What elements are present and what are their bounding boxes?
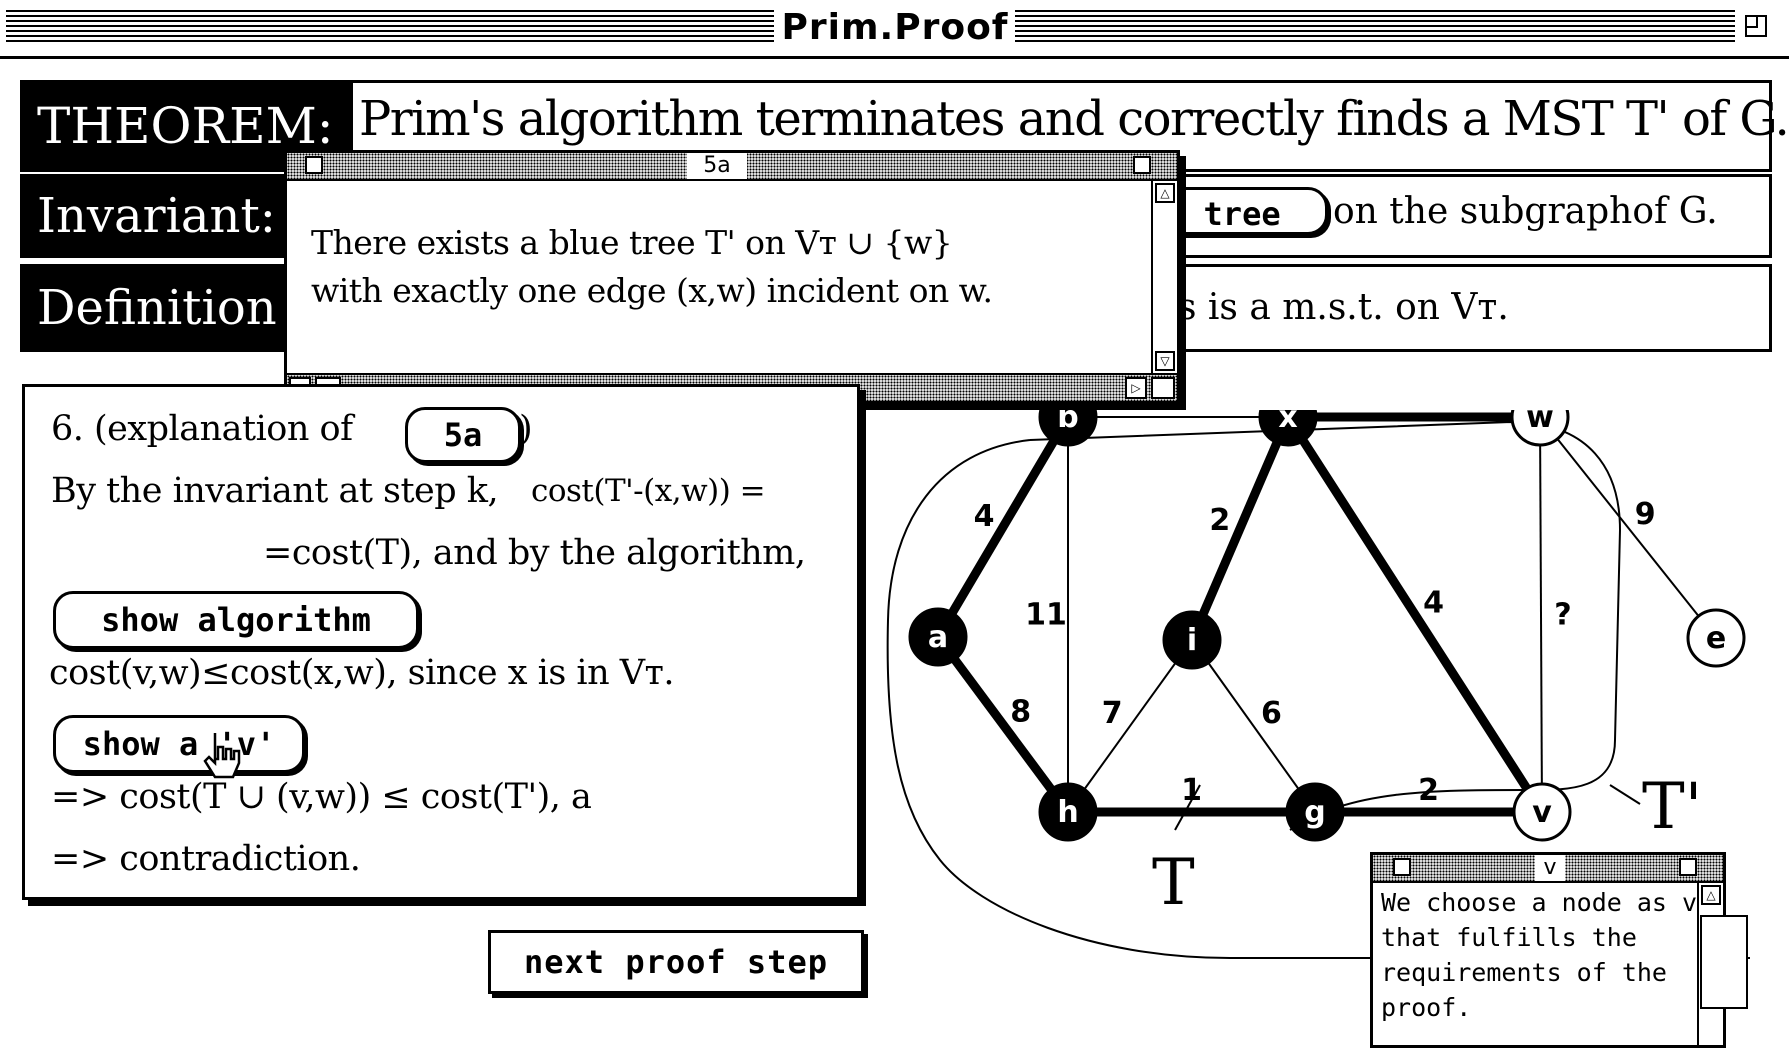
graph-node-label-b: b — [1057, 410, 1078, 435]
tree-t-prime-boundary — [886, 439, 1750, 959]
show-v-button[interactable]: show a 'v' — [53, 715, 305, 773]
graph-edge-label-x-i: 2 — [1209, 503, 1230, 538]
ref-5a-button[interactable]: 5a — [405, 407, 521, 463]
graph-node-w[interactable] — [1510, 410, 1570, 447]
popup-5a-line-2: with exactly one edge (x,w) incident on … — [311, 271, 993, 310]
graph-edge-w-e — [1539, 416, 1717, 639]
explanation-panel: 6. (explanation of 5a ) By the invariant… — [22, 384, 860, 900]
graph-edge-x-v — [1284, 414, 1546, 815]
popup-5a-line-1: There exists a blue tree T' on Vᴛ ∪ {w} — [311, 223, 953, 262]
graph-node-label-e: e — [1706, 621, 1726, 656]
definition-label: Definition — [23, 267, 299, 349]
invariant-label: Invariant: — [23, 177, 299, 255]
graph-edge-label-b-h: 11 — [1025, 598, 1067, 633]
label-t-pointer — [1174, 784, 1201, 831]
panel-line-2: By the invariant at step k, — [51, 471, 499, 511]
graph-edge-label-g-v: 2 — [1418, 773, 1439, 808]
graph-edge-a-h — [934, 634, 1072, 815]
popup-v-line-3: requirements of the — [1381, 958, 1667, 987]
popup-v-body: We choose a node as v that fulfills the … — [1381, 885, 1697, 1025]
graph-node-g[interactable] — [1285, 782, 1345, 842]
popup-5a-vertical-scrollbar[interactable]: △ ▽ — [1151, 181, 1177, 373]
popup-v-close-icon[interactable] — [1393, 858, 1411, 876]
popup-5a-title: 5a — [687, 153, 747, 179]
subgraph-boundary — [1029, 420, 1622, 831]
graph-node-label-g: g — [1304, 795, 1325, 830]
graph-edge-h-i — [1067, 639, 1193, 813]
graph-edge-label-h-g: 1 — [1181, 773, 1202, 808]
title-bar-stripes-left — [6, 10, 774, 44]
popup-v-window[interactable]: v We choose a node as v that fulfills th… — [1370, 852, 1726, 1048]
step-heading: 6. (explanation of — [51, 409, 353, 449]
graph-node-label-x: x — [1278, 410, 1297, 435]
popup-5a-title-bar[interactable]: 5a — [287, 153, 1177, 181]
scroll-right-arrow-icon[interactable]: ▷ — [1125, 377, 1147, 399]
popup-v-line-2: that fulfills the — [1381, 923, 1637, 952]
graph-node-label-a: a — [928, 620, 948, 655]
graph-node-label-w: w — [1526, 410, 1554, 435]
panel-line-4: cost(v,w)≤cost(x,w), since x is in Vᴛ. — [49, 653, 675, 693]
next-proof-step-button[interactable]: next proof step — [488, 930, 864, 994]
graph-edge-label-x-w: 7 — [1404, 410, 1425, 413]
graph-edge-label-i-g: 6 — [1261, 696, 1282, 731]
popup-v-title: v — [1535, 855, 1565, 881]
zoom-box-icon[interactable] — [1745, 15, 1767, 37]
popup-v-title-bar[interactable]: v — [1373, 855, 1723, 883]
panel-line-2-formula: cost(T'-(x,w)) = — [531, 473, 766, 509]
scroll-down-arrow-icon[interactable]: ▽ — [1155, 351, 1175, 371]
graph-node-label-v: v — [1532, 795, 1552, 830]
hand-cursor-icon — [203, 733, 241, 779]
label-t: T — [1152, 846, 1195, 920]
graph-node-v[interactable] — [1512, 782, 1572, 842]
title-bar-stripes-right — [1015, 10, 1735, 44]
theorem-text: Prim's algorithm terminates and correctl… — [359, 91, 1789, 147]
graph-node-a[interactable] — [908, 607, 968, 667]
graph-diagram: 8 7 4 11 2 4? 9 8 7 6 1 2 b x w a i e h g v T T' — [886, 410, 1750, 959]
scroll-up-arrow-icon[interactable]: △ — [1155, 183, 1175, 203]
graph-edge-label-w-e: 9 — [1635, 497, 1656, 532]
resize-box-icon[interactable] — [1151, 377, 1175, 399]
popup-v-line-1: We choose a node as v — [1381, 888, 1698, 917]
popup-5a-body: There exists a blue tree T' on Vᴛ ∪ {w} … — [311, 219, 993, 315]
popup-5a-window[interactable]: 5a There exists a blue tree T' on Vᴛ ∪ {… — [284, 150, 1180, 404]
graph-edge-a-b — [934, 414, 1072, 640]
popup-zoom-icon[interactable] — [1133, 156, 1151, 174]
graph-edge-label-b-x: 8 — [1168, 410, 1189, 413]
label-t-prime: T' — [1642, 770, 1702, 844]
graph-node-label-i: i — [1187, 623, 1197, 658]
graph-node-e[interactable] — [1686, 608, 1746, 668]
graph-edge-w-v — [1539, 416, 1543, 813]
panel-line-3: =cost(T), and by the algorithm, — [263, 533, 806, 573]
background-document-icon — [1700, 915, 1748, 1009]
panel-line-5: => cost(T ∪ (v,w)) ≤ cost(T'), a — [51, 777, 592, 817]
graph-edge-label-x-v: 4 — [1423, 586, 1444, 621]
graph-edge-x-i — [1187, 415, 1293, 642]
graph-edge-label-a-b: 4 — [974, 499, 995, 534]
invariant-text: on the subgraphof G. — [1333, 191, 1718, 232]
popup-v-scroll-up-arrow-icon[interactable]: △ — [1701, 885, 1721, 905]
graph-node-b[interactable] — [1038, 410, 1098, 447]
popup-v-zoom-icon[interactable] — [1679, 858, 1697, 876]
panel-line-6: => contradiction. — [51, 839, 361, 879]
label-t-prime-pointer — [1609, 784, 1641, 805]
graph-edge-label-h-i: 7 — [1102, 696, 1123, 731]
graph-node-h[interactable] — [1038, 782, 1098, 842]
graph-node-x[interactable] — [1258, 410, 1318, 447]
popup-v-line-4: proof. — [1381, 993, 1472, 1022]
graph-node-label-h: h — [1057, 795, 1078, 830]
popup-close-icon[interactable] — [305, 156, 323, 174]
graph-edge-i-g — [1191, 639, 1316, 813]
show-algorithm-button[interactable]: show algorithm — [53, 591, 419, 649]
window-title-bar[interactable]: Prim.Proof — [0, 0, 1789, 59]
graph-edge-label-a-h: 8 — [1010, 694, 1031, 729]
graph-node-i[interactable] — [1162, 610, 1222, 670]
graph-edge-label-w-v: ? — [1554, 597, 1571, 632]
definition-text: s is a m.s.t. on Vᴛ. — [1178, 287, 1509, 328]
window-title: Prim.Proof — [775, 4, 1015, 52]
step-heading-suffix: ) — [519, 409, 533, 449]
